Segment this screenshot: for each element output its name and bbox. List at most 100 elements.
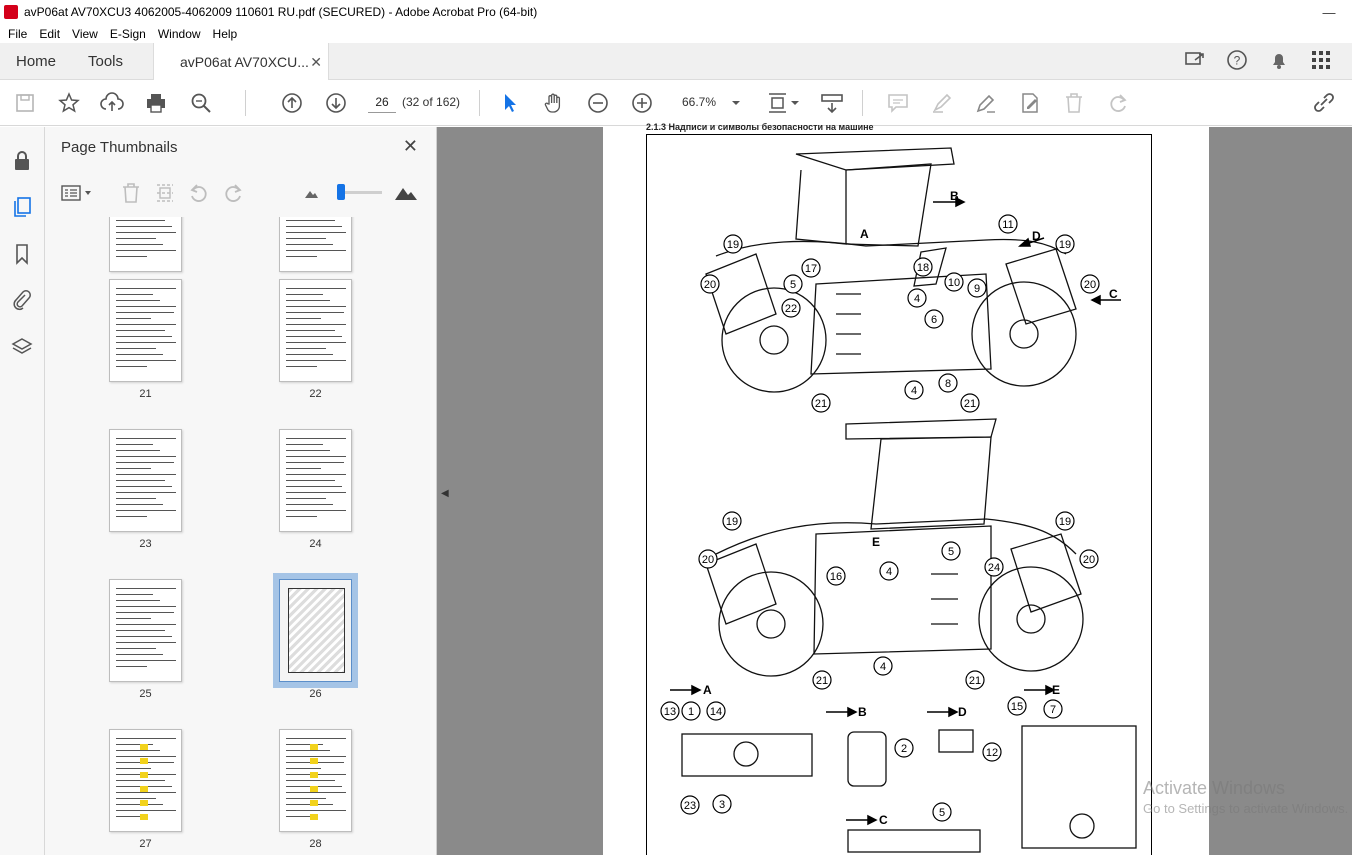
menu-help[interactable]: Help — [212, 26, 238, 41]
thumbnail-text-line — [116, 624, 176, 625]
close-panel-icon[interactable]: ✕ — [402, 136, 418, 156]
redo-icon[interactable] — [1106, 91, 1130, 115]
bookmarks-icon[interactable] — [10, 242, 34, 266]
menu-view[interactable]: View — [72, 26, 98, 41]
thumbnail-larger-icon[interactable] — [394, 181, 418, 205]
thumbnail-smaller-icon[interactable] — [299, 181, 323, 205]
zoom-dropdown-chevron-icon[interactable] — [724, 91, 748, 115]
thumbnail-text-line — [116, 642, 176, 643]
highlight-pen-icon[interactable] — [930, 91, 954, 115]
menu-window[interactable]: Window — [157, 26, 201, 41]
menu-edit[interactable]: Edit — [39, 26, 61, 41]
share-link-icon[interactable] — [1312, 91, 1336, 115]
rear-drum-2 — [978, 566, 1084, 672]
thumbnail-text-line — [286, 226, 342, 227]
scroll-mode-icon[interactable] — [820, 91, 844, 115]
attachments-paperclip-icon[interactable] — [10, 288, 34, 312]
bookmark-star-icon[interactable] — [57, 91, 81, 115]
page-thumbnail-22[interactable] — [279, 279, 352, 382]
thumbnail-text-line — [286, 312, 344, 313]
thumbnail-text-line — [286, 300, 330, 301]
thumbnail-text-line — [116, 750, 160, 751]
delete-pages-trash-icon[interactable] — [119, 181, 143, 205]
rotate-left-icon[interactable] — [187, 181, 211, 205]
page-thumbnail-23[interactable] — [109, 429, 182, 532]
comment-icon[interactable] — [886, 91, 910, 115]
callout-circle — [998, 214, 1018, 234]
page-thumbnail-25[interactable] — [109, 579, 182, 682]
menu-esign[interactable]: E-Sign — [109, 26, 146, 41]
thumbnail-text-line — [116, 738, 176, 739]
callout-circle — [965, 670, 985, 690]
collapse-panel-arrow-icon[interactable]: ◀ — [441, 488, 449, 499]
thumbnail-text-line — [286, 354, 333, 355]
layers-icon[interactable] — [10, 335, 34, 359]
hand-tool-icon[interactable] — [542, 91, 566, 115]
thumbnail-text-line — [286, 288, 346, 289]
page-thumbnail-19[interactable] — [109, 217, 182, 272]
callout-number: 20 — [1083, 554, 1095, 566]
thumbnail-text-line — [286, 256, 317, 257]
thumbnail-text-line — [286, 468, 321, 469]
page-thumbnail-27[interactable] — [109, 729, 182, 832]
callout-number: 19 — [727, 239, 739, 251]
thumbnail-warning-symbol — [140, 814, 148, 820]
page-thumbnail-20[interactable] — [279, 217, 352, 272]
page-number-input[interactable]: 26 — [368, 91, 396, 113]
delete-trash-icon[interactable] — [1062, 91, 1086, 115]
thumbnail-text-line — [116, 456, 176, 457]
page-fit-icon[interactable] — [765, 91, 801, 115]
cab-roof — [795, 147, 955, 171]
thumbnail-text-line — [286, 450, 330, 451]
print-icon[interactable] — [144, 91, 168, 115]
close-tab-icon[interactable]: ✕ — [310, 53, 322, 70]
page-thumbnails-icon[interactable] — [10, 195, 34, 219]
zoom-out-icon[interactable] — [586, 91, 610, 115]
tab-home[interactable]: Home — [16, 53, 57, 70]
notifications-bell-icon[interactable] — [1268, 49, 1290, 71]
share-screen-icon[interactable] — [1184, 49, 1206, 71]
apps-grid-icon[interactable] — [1310, 49, 1332, 71]
callout-number: 5 — [939, 807, 945, 819]
thumbnail-text-line — [286, 330, 335, 331]
edit-document-icon[interactable] — [1018, 91, 1042, 115]
page-thumbnail-26[interactable] — [273, 573, 358, 688]
page-thumbnail-24[interactable] — [279, 429, 352, 532]
callout-number: 7 — [1050, 704, 1056, 716]
thumbnail-size-slider[interactable] — [340, 191, 382, 194]
save-icon[interactable] — [13, 91, 37, 115]
callout-number: 20 — [1084, 279, 1096, 291]
select-cursor-icon[interactable] — [498, 91, 522, 115]
thumbnail-text-line — [286, 810, 346, 811]
zoom-in-icon[interactable] — [630, 91, 654, 115]
lock-icon[interactable] — [10, 149, 34, 173]
extract-pages-icon[interactable] — [153, 181, 177, 205]
callout-circle — [941, 541, 961, 561]
cab-rear-glass — [795, 169, 847, 245]
callout-circle — [812, 670, 832, 690]
next-page-icon[interactable] — [324, 91, 348, 115]
page-thumbnail-label: 23 — [139, 538, 152, 550]
rotate-right-icon[interactable] — [221, 181, 245, 205]
minimize-icon[interactable]: — — [1322, 4, 1336, 20]
tab-tools[interactable]: Tools — [88, 53, 124, 70]
menu-file[interactable]: File — [8, 26, 28, 41]
callout-circle — [873, 656, 893, 676]
thumbnail-options-menu-icon[interactable] — [59, 181, 95, 205]
detail-title-a: A — [703, 683, 712, 697]
sign-pen-icon[interactable] — [974, 91, 998, 115]
thumbnail-text-line — [116, 498, 156, 499]
previous-page-icon[interactable] — [280, 91, 304, 115]
thumbnail-text-line — [116, 606, 176, 607]
help-icon[interactable]: ? — [1226, 49, 1248, 71]
tab-document[interactable]: avP06at AV70XCU... ✕ — [153, 43, 329, 81]
callout-circle — [1079, 549, 1099, 569]
zoom-search-icon[interactable] — [189, 91, 213, 115]
thumbnail-text-line — [116, 250, 176, 251]
upload-cloud-icon[interactable] — [100, 91, 124, 115]
page-thumbnail-21[interactable] — [109, 279, 182, 382]
thumbnail-size-slider-knob[interactable] — [337, 184, 345, 200]
zoom-level-field[interactable]: 66.7% — [682, 95, 717, 109]
thumbnail-text-line — [286, 360, 346, 361]
page-thumbnail-28[interactable] — [279, 729, 352, 832]
